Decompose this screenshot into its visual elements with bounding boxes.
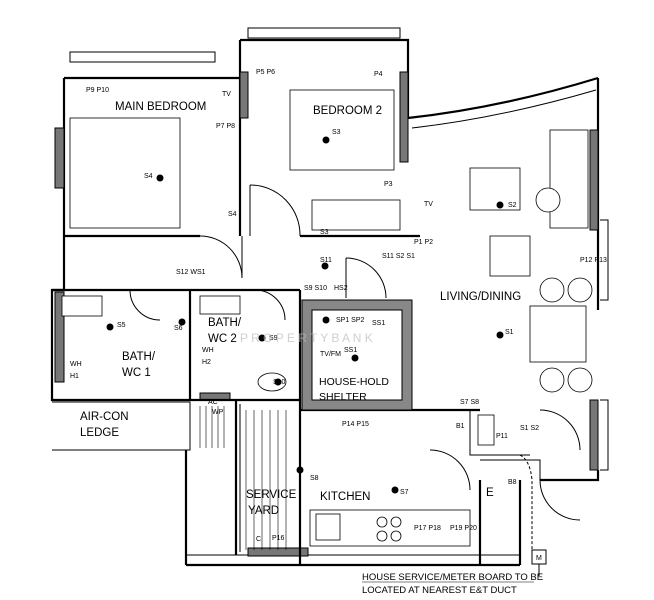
furniture <box>61 89 593 550</box>
tag-p7p8: P7 P8 <box>216 123 235 130</box>
room-aircon-l2: LEDGE <box>80 427 119 439</box>
room-main-bedroom: MAIN BEDROOM <box>115 101 206 113</box>
tag-p14p15: P14 P15 <box>342 421 369 428</box>
dot-ss1b <box>351 354 359 362</box>
tag-tv-b2: TV <box>424 201 433 208</box>
dot-s2 <box>496 201 504 209</box>
label-s3: S3 <box>332 129 341 136</box>
main-bedroom-window <box>69 51 216 63</box>
label-s7: S7 <box>400 489 409 496</box>
dot-s8 <box>296 466 304 474</box>
tag-wh2: WH <box>202 347 214 354</box>
label-s1: S1 <box>505 329 514 336</box>
room-bedroom-2: BEDROOM 2 <box>313 105 382 117</box>
room-bath-wc1-l1: BATH/ <box>122 351 156 363</box>
tag-s1s2: S1 S2 <box>520 425 539 432</box>
point-labels: S4 S3 S2 S1 S5 S6 S7 S8 S9 S10 S11 SS1 S… <box>117 129 517 496</box>
label-s11: S11 <box>320 257 332 264</box>
tag-p17p18: P17 P18 <box>414 525 441 532</box>
label-s2: S2 <box>508 202 517 209</box>
room-shelter-l1: HOUSE-HOLD <box>319 376 389 388</box>
dot-s1 <box>496 331 504 339</box>
tag-p11: P11 <box>496 433 508 440</box>
tag-s11s2s1: S11 S2 S1 <box>382 253 415 260</box>
tag-wh1: WH <box>70 361 82 368</box>
service-note: HOUSE SERVICE/METER BOARD TO BE LOCATED … <box>362 572 543 596</box>
room-bath-wc1-l2: WC 1 <box>122 367 151 379</box>
internal-walls <box>52 199 541 565</box>
tag-tv-fm: TV/FM <box>320 351 341 358</box>
dot-s3 <box>322 136 330 144</box>
watermark: P R O P E R T Y B A N K <box>240 331 373 345</box>
tag-b1: B1 <box>456 423 465 430</box>
label-s8: S8 <box>310 475 319 482</box>
dot-s10 <box>274 378 282 386</box>
label-s10: S10 <box>273 379 286 386</box>
label-s3b: S3 <box>320 229 329 236</box>
dot-s9 <box>258 334 266 342</box>
bedroom2-bed <box>289 89 395 171</box>
room-service-l1: SERVICE <box>246 489 297 501</box>
dot-s11 <box>321 262 329 270</box>
room-aircon-l1: AIR-CON <box>80 411 129 423</box>
tag-wp: WP <box>212 409 224 416</box>
service-line <box>477 414 547 576</box>
door-swings <box>129 184 581 521</box>
dot-ss1 <box>322 316 330 324</box>
tag-p12p13: P12 P13 <box>580 257 607 264</box>
note-line1: HOUSE SERVICE/METER BOARD TO BE <box>362 572 543 583</box>
tag-p4: P4 <box>374 71 383 78</box>
bedroom2-window <box>247 27 401 39</box>
note-line2: LOCATED AT NEAREST E&T DUCT <box>362 585 517 596</box>
label-s4b: S4 <box>228 211 237 218</box>
label-s6: S6 <box>174 325 183 332</box>
tag-s9s10: S9 S10 <box>304 285 327 292</box>
label-ss1: SS1 <box>372 320 385 327</box>
room-shelter-l2: SHELTER <box>319 391 367 403</box>
label-ss1b: SS1 <box>344 347 357 354</box>
tag-m: M <box>536 555 542 562</box>
tag-p1p2: P1 P2 <box>414 239 433 246</box>
tag-tv-mb: TV <box>222 91 231 98</box>
room-labels: MAIN BEDROOM BEDROOM 2 LIVING/DINING BAT… <box>80 101 521 517</box>
dot-s5 <box>106 323 114 331</box>
tag-sp1sp2: SP1 SP2 <box>336 317 365 324</box>
room-living-dining: LIVING/DINING <box>440 291 521 303</box>
main-bed <box>69 117 181 229</box>
label-s4: S4 <box>144 173 153 180</box>
tag-ac: AC <box>208 399 218 406</box>
tag-b8: B8 <box>508 479 517 486</box>
tag-p5p6: P5 P6 <box>256 69 275 76</box>
dot-s6 <box>178 318 186 326</box>
room-bath-wc2-l2: WC 2 <box>208 333 237 345</box>
tag-h2: H2 <box>202 359 211 366</box>
room-kitchen: KITCHEN <box>320 491 370 503</box>
tag-hs2: HS2 <box>334 285 348 292</box>
dining-table <box>529 305 587 363</box>
electrical-tags: P9 P10 TV P7 P8 P5 P6 P4 P3 TV P1 P2 S11… <box>70 69 607 562</box>
light-points <box>106 136 504 494</box>
tag-p9p10: P9 P10 <box>86 87 109 94</box>
dot-s7 <box>391 486 399 494</box>
tag-c: C <box>256 536 261 543</box>
household-shelter <box>301 299 413 411</box>
tag-s12ws1: S12 WS1 <box>176 269 206 276</box>
room-electrical: E <box>486 487 494 499</box>
label-s5: S5 <box>117 322 126 329</box>
dot-s4 <box>156 174 164 182</box>
tag-s7s8: S7 S8 <box>460 399 479 406</box>
tag-p3: P3 <box>384 181 393 188</box>
tag-p16: P16 <box>272 535 285 542</box>
label-s9: S9 <box>269 335 278 342</box>
room-service-l2: YARD <box>248 505 279 517</box>
tag-h1: H1 <box>70 373 79 380</box>
tag-p19p20: P19 P20 <box>450 525 477 532</box>
room-bath-wc2-l1: BATH/ <box>208 317 242 329</box>
